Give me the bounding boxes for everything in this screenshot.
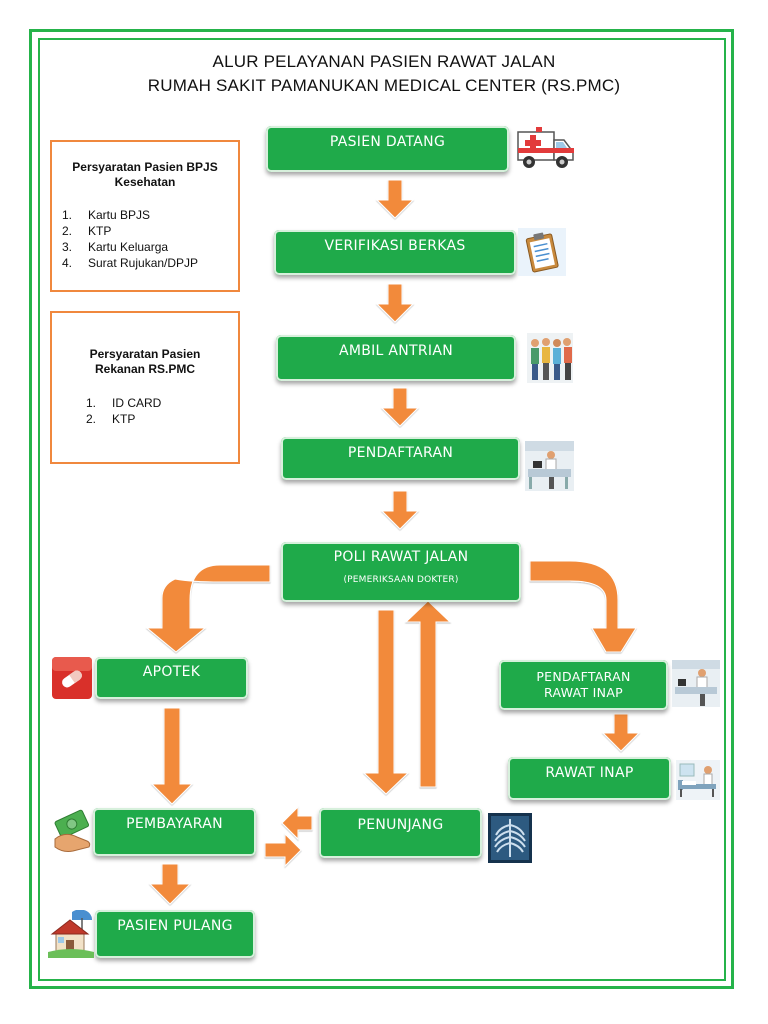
step-label: RAWAT INAP [545, 765, 634, 781]
xray-icon [488, 813, 532, 863]
step-label: PASIEN PULANG [117, 918, 233, 934]
step-label: PENUNJANG [357, 817, 444, 833]
step-label: POLI RAWAT JALAN [333, 549, 469, 565]
step-sublabel: (PEMERIKSAAN DOKTER) [343, 575, 459, 585]
arrow-down-2 [375, 283, 415, 323]
registration-desk-icon [525, 441, 574, 491]
hospital-bed-icon [676, 760, 720, 800]
inner-frame [38, 38, 726, 981]
arrow-down-3 [380, 387, 420, 427]
house-icon [48, 910, 94, 958]
arrow-penunjang-up [404, 600, 452, 788]
rekanan-list: 1.ID CARD 2.KTP [86, 395, 238, 427]
arrow-curve-left [145, 564, 271, 653]
step-label: PENDAFTARAN [347, 445, 454, 461]
bpjs-requirements-box: Persyaratan Pasien BPJS Kesehatan 1.Kart… [50, 140, 240, 292]
step-poli-rawat-jalan: POLI RAWAT JALAN (PEMERIKSAAN DOKTER) [281, 542, 521, 602]
arrow-poli-down [362, 609, 410, 795]
bpjs-list: 1.Kartu BPJS 2.KTP 3.Kartu Keluarga 4.Su… [62, 207, 238, 271]
step-label: PASIEN DATANG [329, 134, 446, 150]
list-item: 1.Kartu BPJS [62, 208, 151, 222]
bpjs-heading-1: Persyaratan Pasien BPJS [72, 160, 218, 174]
money-hand-icon [54, 809, 91, 852]
arrow-rawat-inap-down [601, 713, 641, 752]
list-item: 4.Surat Rujukan/DPJP [62, 256, 199, 270]
arrow-down-1 [375, 179, 415, 219]
inpatient-registration-icon [672, 660, 720, 707]
outer-frame [29, 29, 734, 989]
arrow-down-4 [380, 490, 420, 530]
step-label-line2: RAWAT INAP [543, 685, 624, 700]
title-line-2: RUMAH SAKIT PAMANUKAN MEDICAL CENTER (RS… [147, 76, 621, 95]
title-line-1: ALUR PELAYANAN PASIEN RAWAT JALAN [212, 52, 556, 71]
list-item: 3.Kartu Keluarga [62, 240, 169, 254]
step-pendaftaran-rawat-inap: PENDAFTARAN RAWAT INAP [499, 660, 668, 710]
rekanan-requirements-box: Persyaratan Pasien Rekanan RS.PMC 1.ID C… [50, 311, 240, 464]
rekanan-heading-1: Persyaratan Pasien [89, 347, 201, 361]
arrow-apotek-down [150, 707, 194, 805]
ambulance-icon [517, 127, 574, 168]
step-pendaftaran: PENDAFTARAN [281, 437, 520, 480]
step-pembayaran: PEMBAYARAN [93, 808, 256, 856]
step-pasien-datang: PASIEN DATANG [266, 126, 509, 172]
step-penunjang: PENUNJANG [319, 808, 482, 858]
step-pasien-pulang: PASIEN PULANG [95, 910, 255, 958]
step-rawat-inap: RAWAT INAP [508, 757, 671, 800]
step-label-line1: PENDAFTARAN [536, 669, 631, 684]
list-item: 2.KTP [62, 224, 112, 238]
arrow-pembayaran-down [148, 863, 192, 905]
list-item: 2.KTP [86, 412, 136, 426]
step-label: VERIFIKASI BERKAS [324, 238, 466, 254]
arrow-to-pembayaran [281, 805, 313, 841]
pill-icon [52, 657, 92, 699]
step-label: AMBIL ANTRIAN [338, 343, 454, 359]
list-item: 1.ID CARD [86, 396, 162, 410]
arrow-to-penunjang [264, 832, 302, 868]
clipboard-icon [518, 228, 566, 276]
step-label: PEMBAYARAN [126, 816, 223, 832]
rekanan-heading-2: Rekanan RS.PMC [94, 362, 196, 376]
step-apotek: APOTEK [95, 657, 248, 699]
queue-people-icon [527, 333, 573, 383]
step-ambil-antrian: AMBIL ANTRIAN [276, 335, 516, 381]
arrow-curve-right [529, 560, 637, 653]
bpjs-heading-2: Kesehatan [114, 175, 176, 189]
step-label: APOTEK [142, 664, 201, 680]
step-verifikasi-berkas: VERIFIKASI BERKAS [274, 230, 516, 275]
